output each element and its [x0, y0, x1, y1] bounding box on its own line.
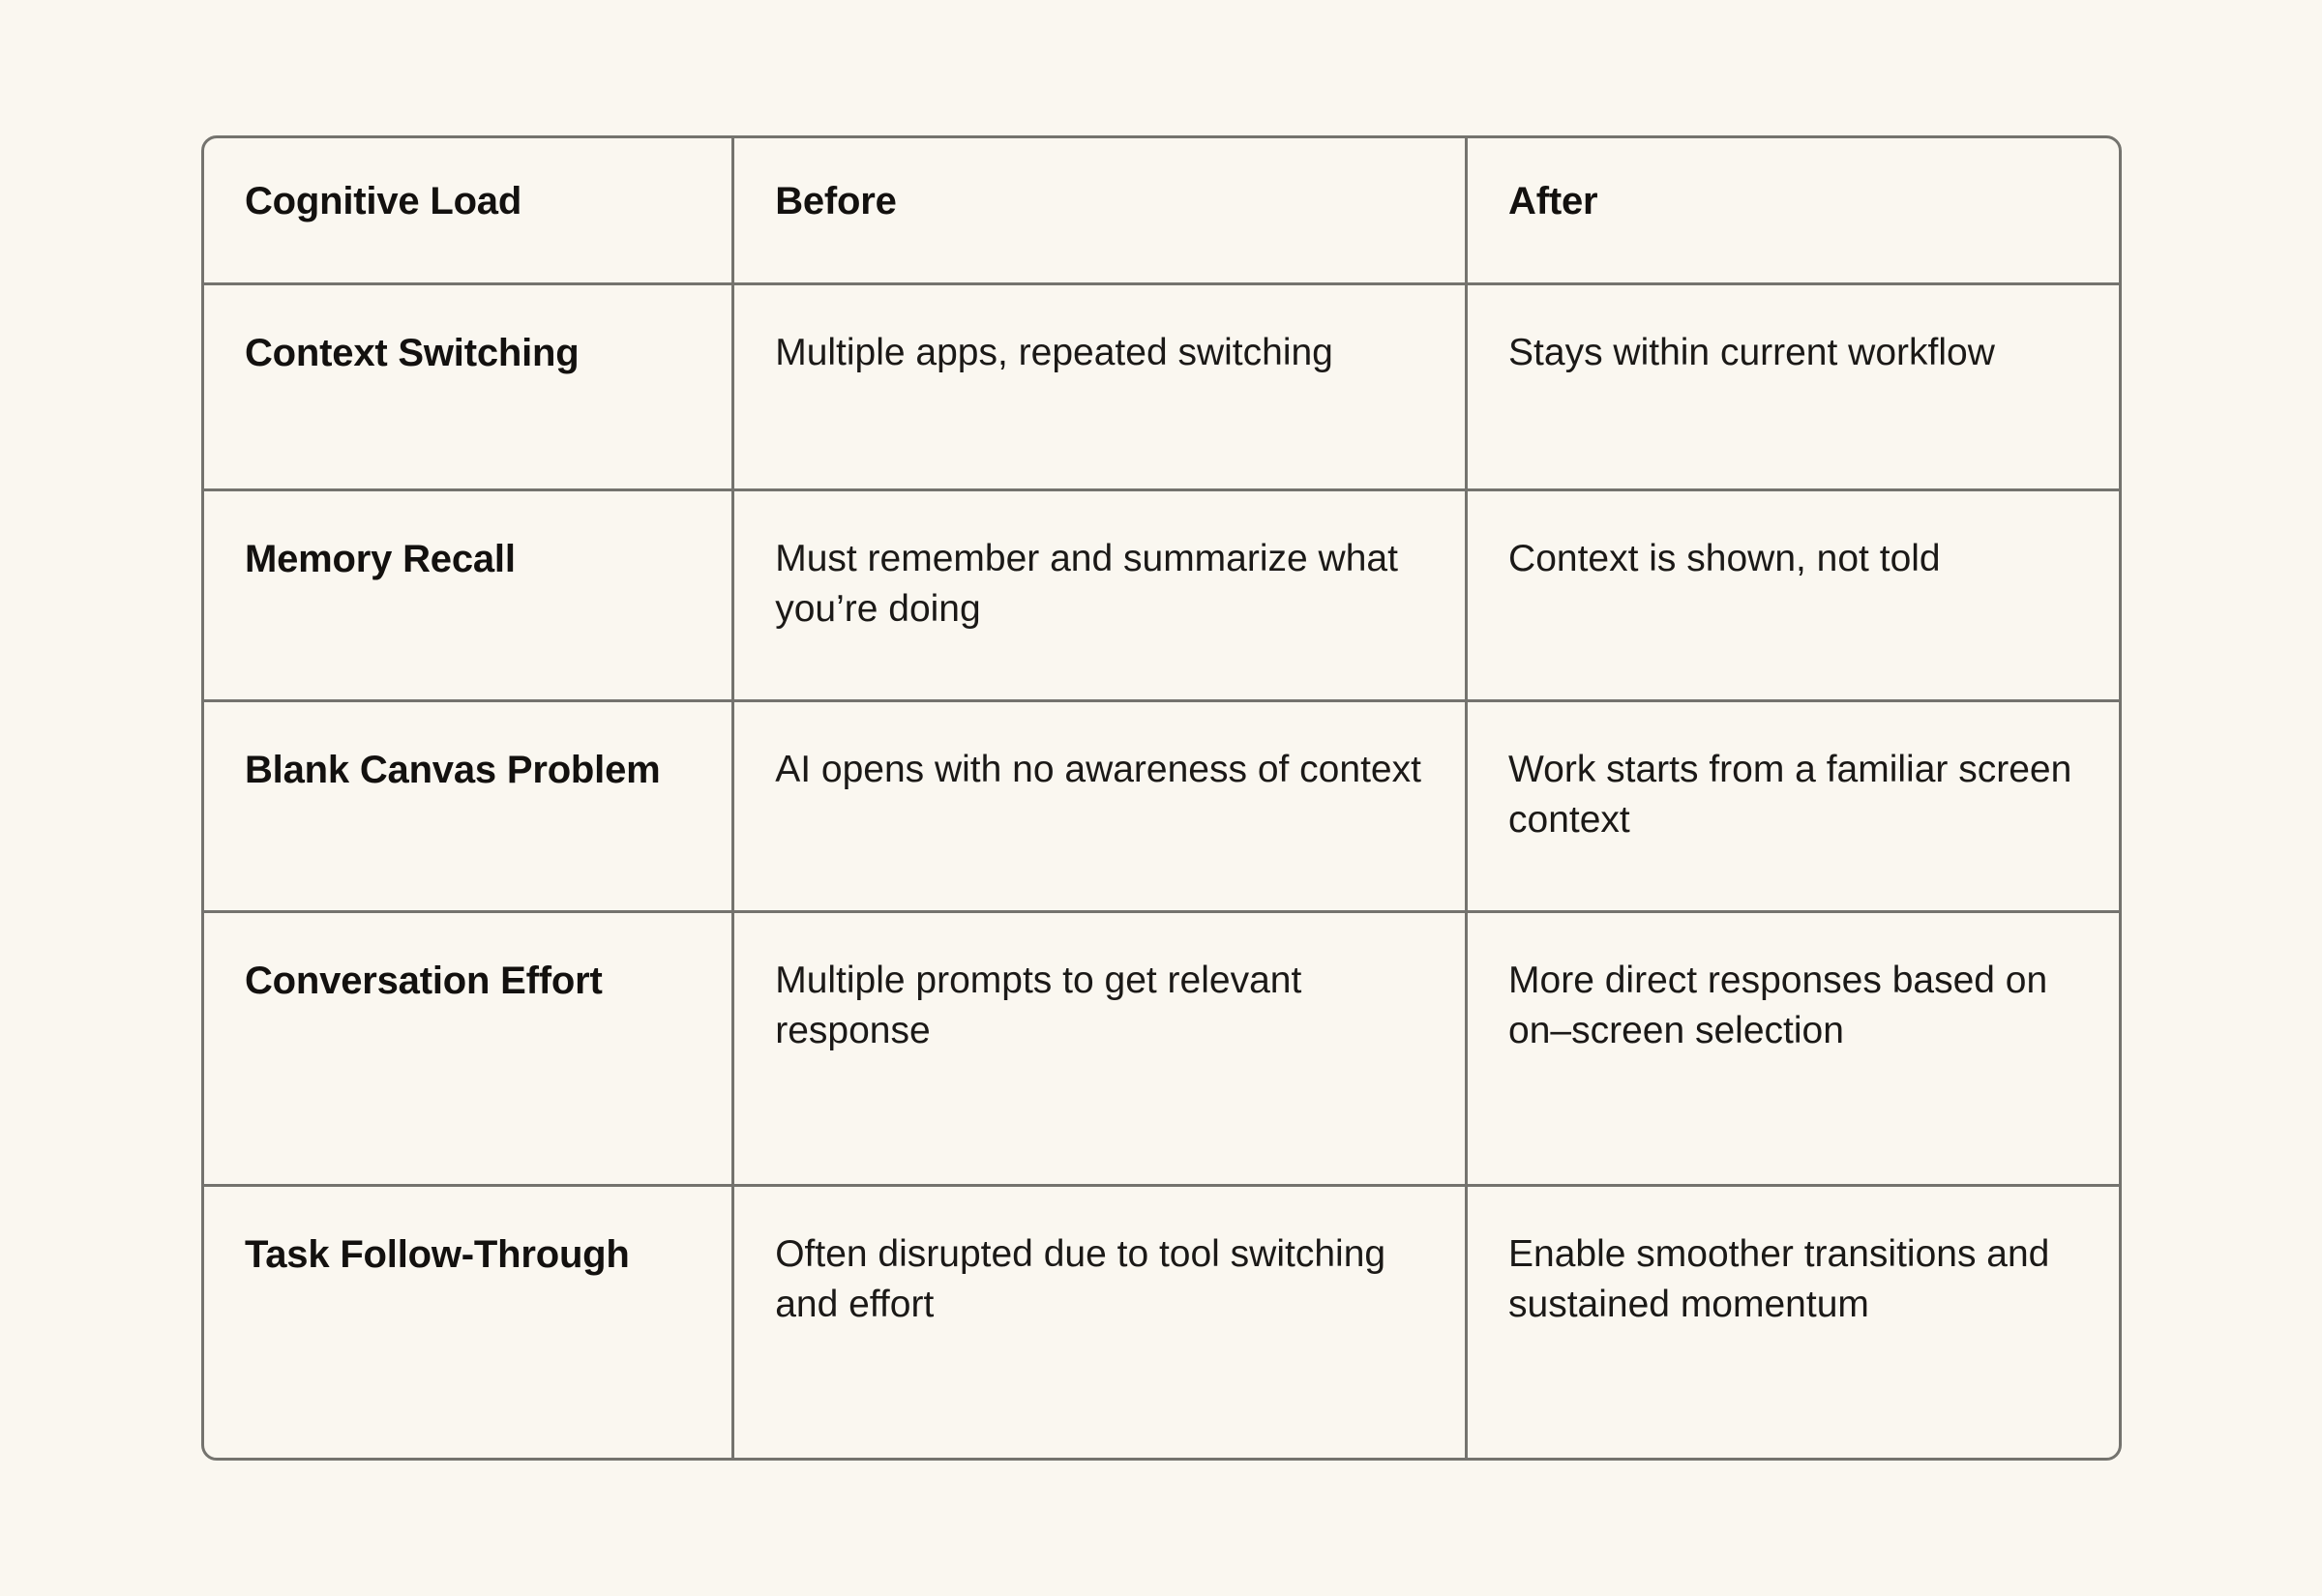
row-before-cell: Multiple apps, repeated switching — [734, 285, 1469, 488]
row-label-cell: Conversation Effort — [204, 913, 735, 1184]
row-before-text: Often disrupted due to tool switching an… — [775, 1233, 1386, 1326]
row-label: Conversation Effort — [245, 960, 603, 1002]
header-cell-after: After — [1468, 138, 2119, 282]
row-label: Blank Canvas Problem — [245, 749, 661, 791]
column-header-label: Cognitive Load — [245, 180, 522, 222]
column-header-label: After — [1508, 180, 1598, 222]
row-label-cell: Task Follow-Through — [204, 1187, 735, 1458]
table-header-row: Cognitive Load Before After — [204, 138, 2119, 285]
row-after-text: Work starts from a familiar screen conte… — [1508, 749, 2072, 842]
row-before-cell: AI opens with no awareness of context — [734, 702, 1469, 910]
row-before-cell: Multiple prompts to get relevant respons… — [734, 913, 1469, 1184]
row-label: Memory Recall — [245, 538, 516, 580]
row-before-text: AI opens with no awareness of context — [775, 749, 1421, 790]
header-cell-before: Before — [734, 138, 1469, 282]
row-after-cell: Context is shown, not told — [1468, 491, 2119, 699]
row-before-cell: Must remember and summarize what you’re … — [734, 491, 1469, 699]
row-after-text: Context is shown, not told — [1508, 538, 1941, 579]
row-label-cell: Memory Recall — [204, 491, 735, 699]
row-before-text: Multiple apps, repeated switching — [775, 332, 1333, 373]
header-cell-cognitive-load: Cognitive Load — [204, 138, 735, 282]
table-row: Memory Recall Must remember and summariz… — [204, 491, 2119, 702]
table-row: Conversation Effort Multiple prompts to … — [204, 913, 2119, 1187]
column-header-label: Before — [775, 180, 897, 222]
cognitive-load-comparison-table: Cognitive Load Before After Context Swit… — [201, 135, 2122, 1461]
row-before-cell: Often disrupted due to tool switching an… — [734, 1187, 1469, 1458]
row-after-text: Enable smoother transitions and sustaine… — [1508, 1233, 2050, 1326]
row-before-text: Must remember and summarize what you’re … — [775, 538, 1398, 631]
row-label-cell: Blank Canvas Problem — [204, 702, 735, 910]
row-after-cell: Enable smoother transitions and sustaine… — [1468, 1187, 2119, 1458]
table-row: Task Follow-Through Often disrupted due … — [204, 1187, 2119, 1458]
row-after-cell: More direct responses based on on–screen… — [1468, 913, 2119, 1184]
row-after-cell: Work starts from a familiar screen conte… — [1468, 702, 2119, 910]
table-row: Context Switching Multiple apps, repeate… — [204, 285, 2119, 491]
row-label: Context Switching — [245, 332, 580, 374]
row-after-cell: Stays within current workflow — [1468, 285, 2119, 488]
row-after-text: More direct responses based on on–screen… — [1508, 960, 2048, 1052]
row-label-cell: Context Switching — [204, 285, 735, 488]
table-row: Blank Canvas Problem AI opens with no aw… — [204, 702, 2119, 913]
row-after-text: Stays within current workflow — [1508, 332, 1995, 373]
row-label: Task Follow-Through — [245, 1233, 630, 1276]
row-before-text: Multiple prompts to get relevant respons… — [775, 960, 1302, 1052]
